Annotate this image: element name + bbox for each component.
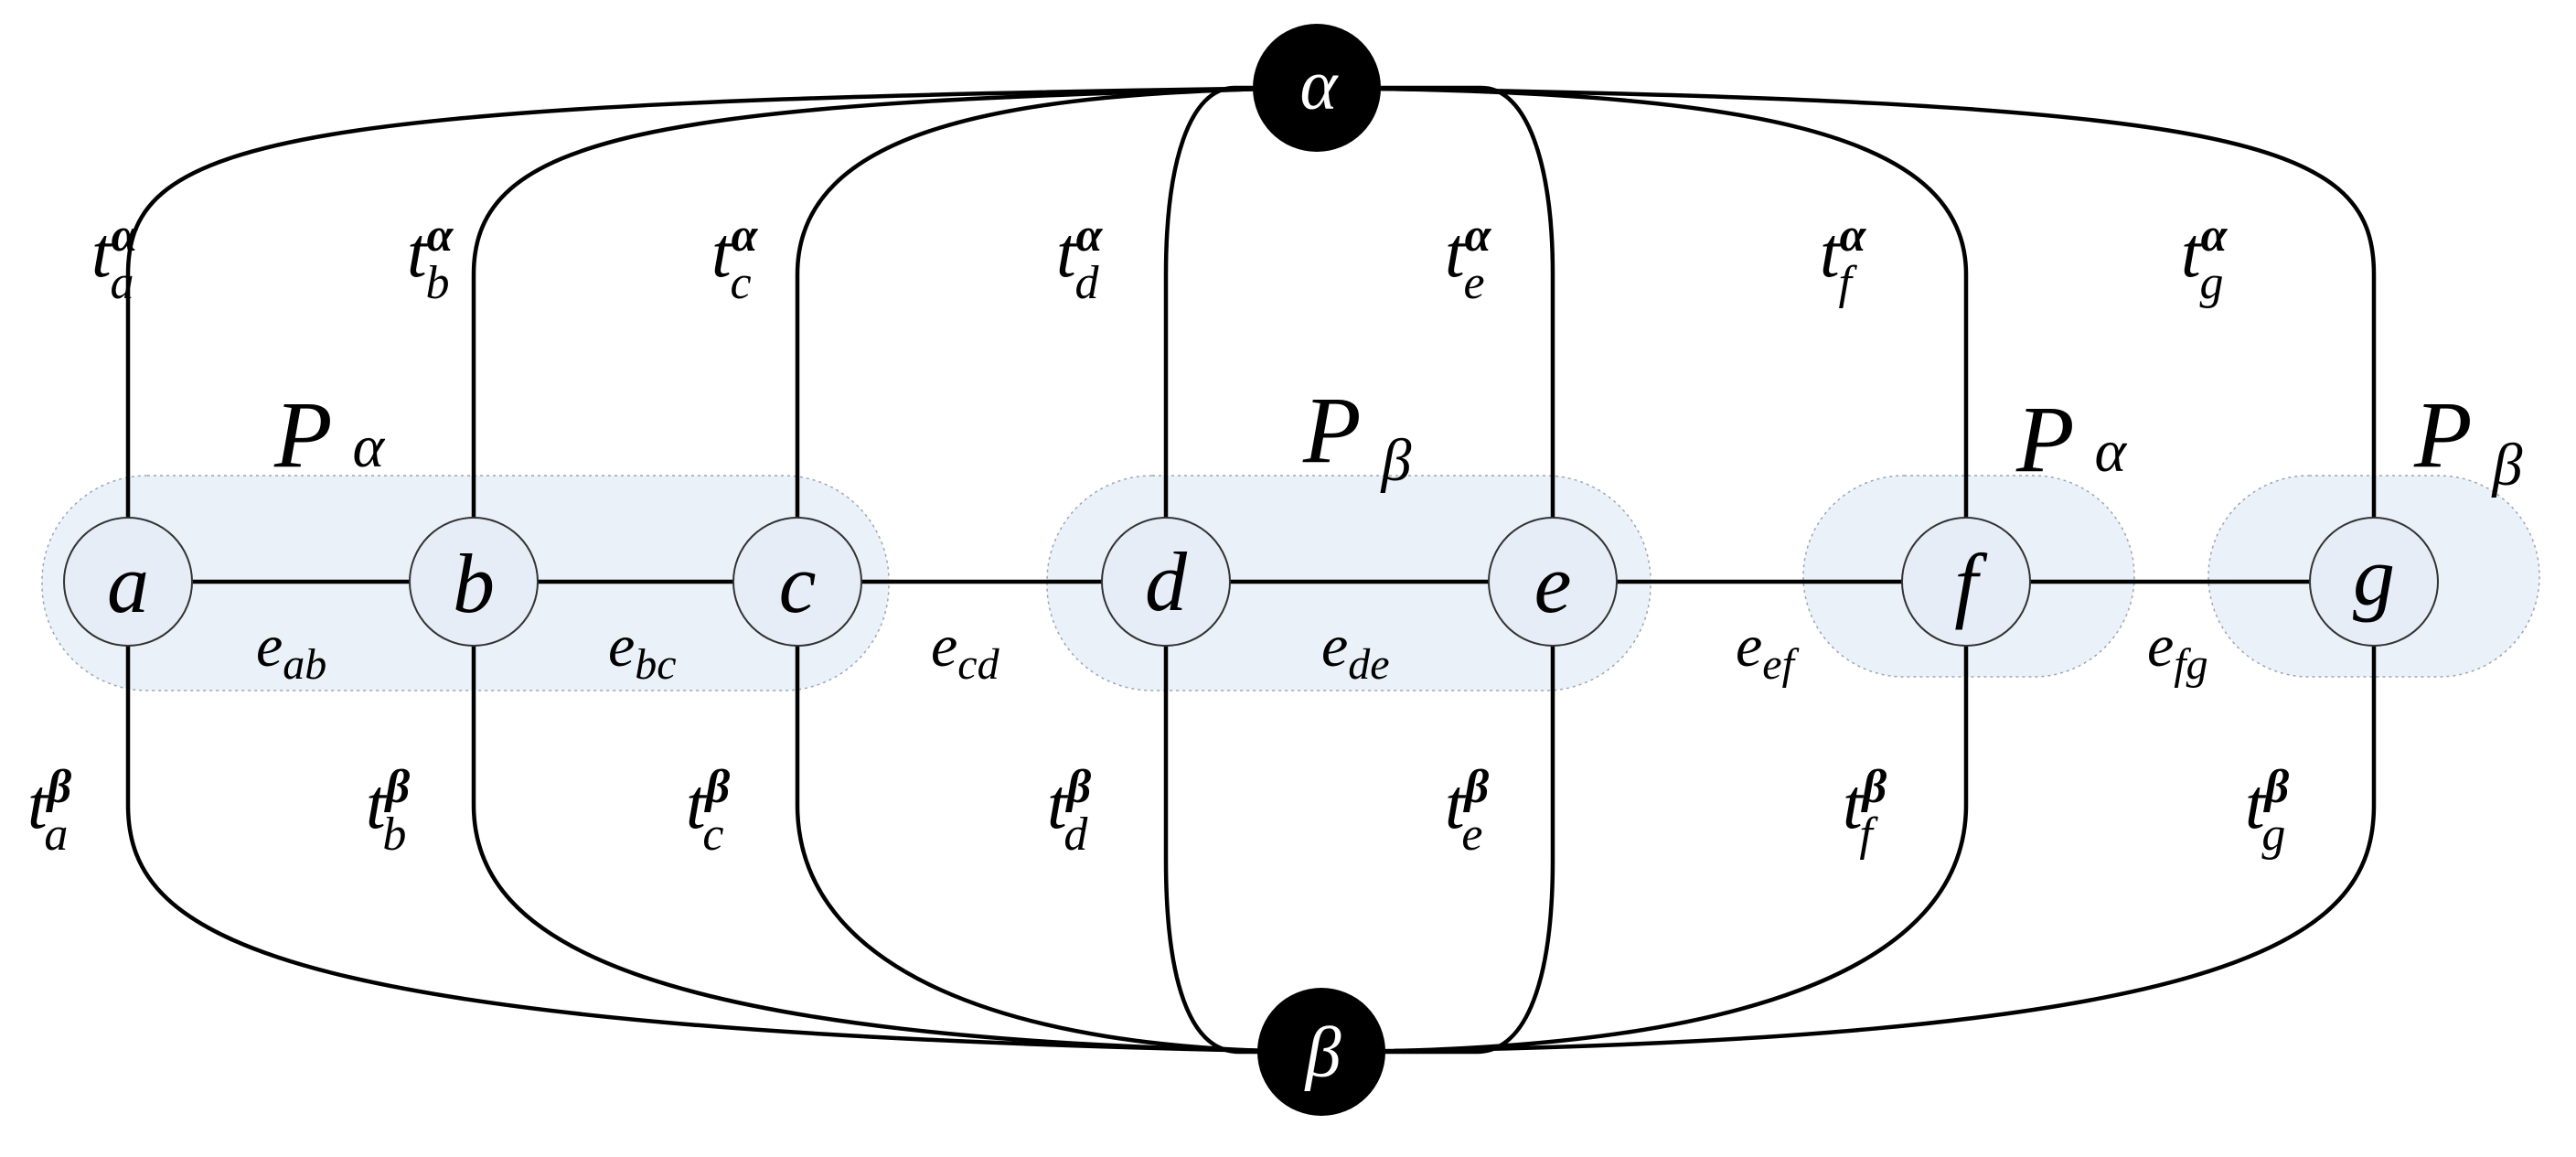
- t-link-alpha-g: [1316, 85, 2377, 523]
- pixel-nodes: a b c d e f g: [63, 517, 2439, 647]
- node-a-label: a: [107, 537, 149, 630]
- edge-label-cd: ecd: [931, 613, 1000, 689]
- t-links-alpha: [125, 85, 2377, 523]
- t-link-alpha-d: [1163, 85, 1317, 523]
- edge-label-ab: eab: [256, 613, 326, 689]
- edge-labels: eab ebc ecd ede eef efg: [256, 613, 2208, 689]
- terminal-beta-label: β: [1304, 1012, 1341, 1092]
- node-d-label: d: [1145, 535, 1188, 628]
- t-link-beta-c: [795, 640, 1322, 1055]
- node-e-label: e: [1534, 537, 1572, 630]
- t-link-alpha-f: [1316, 85, 1969, 523]
- node-c: c: [732, 517, 862, 647]
- node-g: g: [2309, 517, 2439, 647]
- terminal-alpha-label: α: [1300, 45, 1340, 124]
- t-links-beta: [125, 640, 2377, 1055]
- terminal-alpha: α: [1253, 24, 1381, 152]
- node-f: f: [1901, 517, 2031, 647]
- edge-label-bc: ebc: [608, 613, 677, 689]
- node-g-label: g: [2353, 530, 2395, 623]
- node-e: e: [1488, 517, 1618, 647]
- node-b-label: b: [453, 537, 495, 630]
- t-link-beta-g: [1320, 640, 2377, 1055]
- terminal-beta: β: [1257, 988, 1385, 1116]
- node-c-label: c: [779, 537, 817, 630]
- t-link-alpha-a: [125, 85, 1318, 523]
- node-b: b: [409, 517, 539, 647]
- node-d: d: [1101, 517, 1231, 647]
- t-link-alpha-c: [795, 85, 1318, 523]
- t-link-beta-e: [1321, 640, 1555, 1055]
- t-link-beta-d: [1163, 640, 1321, 1055]
- edge-label-de: ede: [1321, 613, 1390, 689]
- node-a: a: [63, 517, 193, 647]
- edge-label-ef: eef: [1736, 613, 1800, 689]
- edge-label-fg: efg: [2147, 613, 2208, 689]
- t-link-beta-b: [471, 640, 1322, 1055]
- t-link-beta-a: [125, 640, 1322, 1055]
- t-link-alpha-b: [471, 85, 1318, 523]
- t-link-beta-f: [1320, 640, 1969, 1055]
